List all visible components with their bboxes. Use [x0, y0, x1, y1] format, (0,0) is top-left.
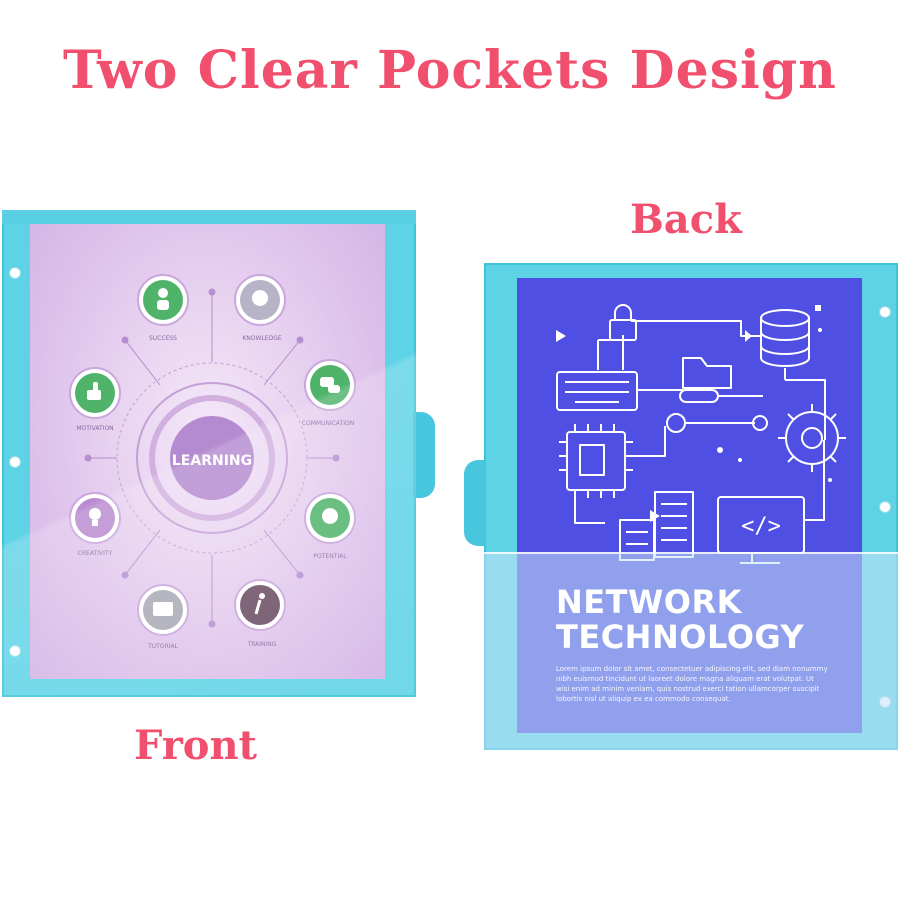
binder-hole [880, 307, 890, 317]
svg-text:POTENTIAL: POTENTIAL [313, 553, 347, 560]
back-folder-tab [464, 460, 486, 546]
learning-label: LEARNING [172, 453, 252, 469]
svg-text:TUTORIAL: TUTORIAL [147, 643, 178, 650]
binder-hole [880, 502, 890, 512]
chip-icon [559, 424, 633, 498]
front-folder-tab [413, 412, 435, 498]
learning-diagram: LEARNING [84, 288, 340, 628]
page-title: Two Clear Pockets Design [63, 40, 837, 101]
binder-hole [10, 646, 20, 656]
node-training: TRAINING [234, 579, 286, 648]
front-label: Front [134, 722, 258, 769]
node-success: SUCCESS [137, 274, 189, 342]
folder-icon [682, 357, 732, 389]
binder-hole [10, 268, 20, 278]
node-motivation: MOTIVATION [69, 367, 121, 432]
svg-text:CREATIVITY: CREATIVITY [78, 550, 113, 557]
back-clear-pocket [484, 552, 898, 750]
lock-icon [609, 304, 637, 341]
svg-text:KNOWLEDGE: KNOWLEDGE [242, 335, 281, 342]
back-pocket-edge [484, 552, 898, 554]
svg-text:TRAINING: TRAINING [247, 641, 277, 648]
title-line-1: NETWORK [556, 583, 742, 621]
node-tutorial: TUTORIAL [137, 584, 189, 650]
node-potential: POTENTIAL [304, 492, 356, 560]
database-icon [760, 309, 810, 367]
title-line-2: TECHNOLOGY [556, 618, 805, 656]
code-symbol: </> [741, 514, 781, 539]
svg-text:COMMUNICATION: COMMUNICATION [302, 420, 354, 427]
screwdriver-icon [679, 389, 763, 403]
server-icon [619, 491, 694, 561]
front-folder-top-edge [2, 210, 416, 224]
back-label: Back [630, 196, 742, 243]
network-technology-title: NETWORK TECHNOLOGY [556, 585, 804, 655]
learning-hub [170, 416, 254, 500]
svg-text:SUCCESS: SUCCESS [149, 335, 177, 342]
keyboard-icon [556, 371, 638, 411]
node-communication: COMMUNICATION [302, 359, 356, 427]
body-text: Lorem ipsum dolor sit amet, consectetuer… [556, 665, 828, 703]
gear-icon [778, 404, 846, 472]
wrench-icon [666, 413, 768, 433]
node-creativity: CREATIVITY [69, 492, 121, 557]
binder-hole [10, 457, 20, 467]
svg-text:MOTIVATION: MOTIVATION [76, 425, 113, 432]
node-knowledge: KNOWLEDGE [234, 274, 286, 342]
